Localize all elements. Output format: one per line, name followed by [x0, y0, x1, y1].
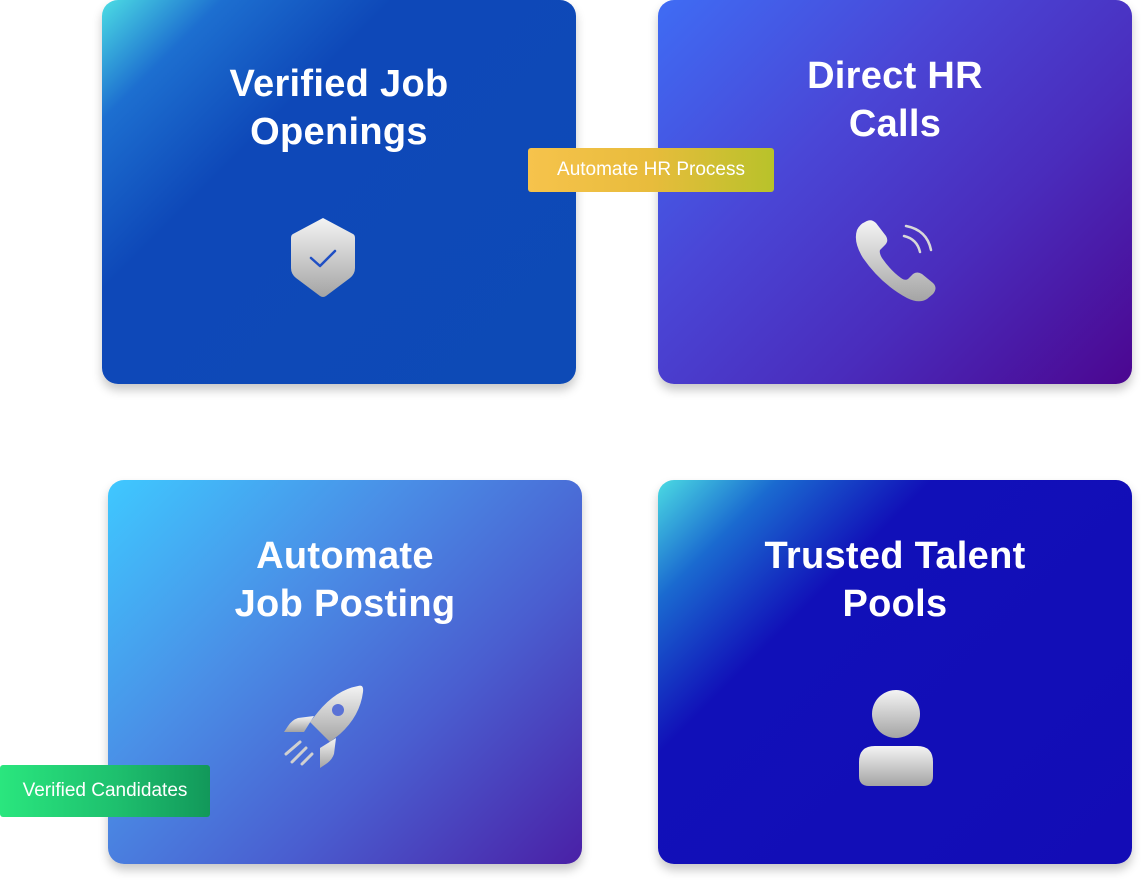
- verified-candidates-badge: Verified Candidates: [0, 765, 210, 817]
- card-title: Direct HR Calls: [807, 55, 983, 145]
- card-title: Automate Job Posting: [234, 535, 456, 625]
- shield-check-icon: [289, 216, 357, 305]
- automate-hr-process-badge: Automate HR Process: [528, 148, 774, 192]
- card-title: Trusted Talent Pools: [764, 535, 1026, 625]
- user-icon: [855, 688, 937, 793]
- card-direct-hr-calls[interactable]: Direct HR Calls: [658, 0, 1132, 384]
- phone-call-icon: [851, 214, 941, 309]
- card-title: Verified Job Openings: [229, 63, 449, 153]
- rocket-icon: [280, 682, 370, 777]
- card-verified-job-openings[interactable]: Verified Job Openings: [102, 0, 576, 384]
- card-trusted-talent-pools[interactable]: Trusted Talent Pools: [658, 480, 1132, 864]
